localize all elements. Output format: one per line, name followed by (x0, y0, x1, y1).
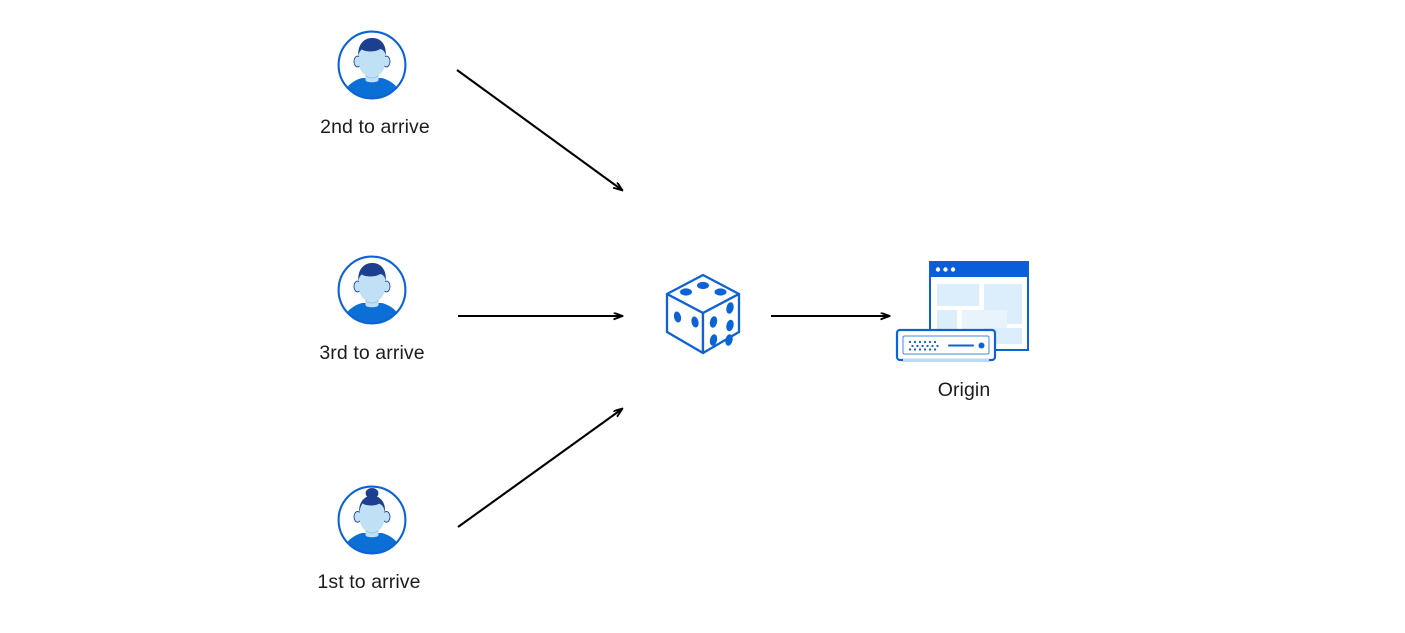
dice-icon (665, 273, 741, 355)
visitor-1st-label: 1st to arrive (317, 571, 421, 593)
origin-label: Origin (937, 379, 991, 401)
visitor-1st-avatar (335, 483, 409, 557)
visitor-3rd-label: 3rd to arrive (319, 342, 425, 364)
arrow-1st-to-dice (457, 409, 622, 528)
visitor-2nd-label: 2nd to arrive (320, 116, 430, 138)
arrow-2nd-to-dice (456, 69, 622, 190)
origin-server-graphic (893, 258, 1033, 362)
user-avatar-icon (337, 255, 407, 325)
visitor-2nd-avatar (335, 28, 409, 102)
server-appliance-icon (895, 328, 997, 362)
user-avatar-icon (337, 30, 407, 100)
visitor-3rd-avatar (335, 253, 409, 327)
load-balancer-dice (659, 270, 747, 356)
user-avatar-female-icon (337, 485, 407, 555)
origin-server-icon (895, 261, 1029, 362)
